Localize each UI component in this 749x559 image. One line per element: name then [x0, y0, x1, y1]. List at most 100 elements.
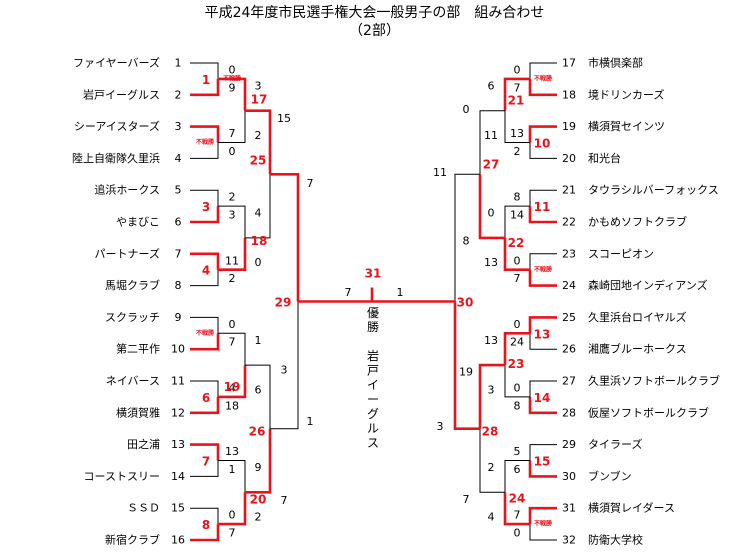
bracket-line	[504, 365, 530, 398]
game-number: 21	[508, 94, 525, 108]
forfeit-note: 不戦勝	[534, 265, 553, 273]
forfeit-note: 不戦勝	[223, 75, 242, 83]
bracket-title: 平成24年度市民選手権大会一般男子の部 組み合わせ （2部）	[0, 4, 749, 40]
team-number: 23	[562, 247, 576, 260]
bracket-line	[218, 460, 246, 493]
score: 4	[255, 207, 262, 220]
game-number: 11	[534, 200, 551, 214]
score: 13	[225, 445, 239, 458]
team-name: ファイヤーバーズ	[73, 56, 160, 70]
bracket-line	[529, 62, 557, 79]
score: 2	[229, 191, 236, 204]
bracket-line	[190, 189, 219, 207]
score: 0	[229, 145, 236, 158]
bracket-line	[503, 77, 530, 111]
score: 7	[514, 272, 521, 285]
game-number: 8	[202, 518, 210, 532]
team-name: 和光台	[588, 151, 621, 165]
team-name: スコーピオン	[588, 247, 654, 260]
team-name: かもめソフトクラブ	[588, 215, 687, 229]
game-number: 18	[251, 234, 268, 248]
bracket-line	[218, 332, 246, 366]
score: 11	[433, 166, 447, 179]
bracket-line	[190, 396, 220, 415]
bracket-line	[245, 428, 272, 494]
score: 7	[514, 81, 521, 94]
score: 18	[225, 399, 239, 412]
bracket-line	[218, 205, 246, 238]
score: 24	[510, 336, 524, 349]
team-number: 26	[562, 343, 576, 356]
team-number: 3	[175, 120, 182, 133]
bracket-line	[190, 206, 220, 224]
team-number: 25	[562, 311, 576, 324]
score: 2	[255, 129, 262, 142]
forfeit-note: 不戦勝	[196, 329, 215, 337]
team-name: 防衛大学校	[588, 533, 643, 547]
bracket-line	[453, 301, 480, 431]
score: 0	[229, 64, 236, 77]
page-subtitle: （2部）	[349, 23, 400, 39]
team-number: 27	[562, 375, 576, 388]
team-name: 第二平作	[116, 342, 160, 356]
bracket-line	[478, 363, 505, 429]
score: 1	[255, 334, 262, 347]
bracket-line	[529, 380, 557, 397]
team-number: 10	[171, 343, 185, 356]
team-name: 横須賀雅	[116, 405, 160, 419]
game-number: 20	[250, 492, 267, 506]
team-number: 12	[171, 406, 185, 419]
bracket-line	[190, 142, 219, 159]
score: 19	[459, 366, 473, 379]
team-name: 追浜ホークス	[94, 183, 160, 197]
game-number: 22	[508, 236, 525, 250]
score: 2	[514, 145, 521, 158]
score: 0	[463, 103, 470, 116]
bracket-line	[529, 189, 557, 207]
game-number: 24	[509, 491, 526, 505]
score: 9	[255, 461, 262, 474]
team-name: 久里浜台ロイヤルズ	[588, 310, 687, 324]
team-number: 32	[562, 534, 576, 547]
bracket-line	[504, 110, 530, 143]
score: 1	[307, 415, 314, 428]
team-name: ネイバース	[106, 375, 160, 388]
bracket-line	[503, 331, 530, 366]
bracket-line	[528, 396, 557, 415]
bracket-line	[190, 460, 219, 477]
bracket-line	[528, 206, 557, 224]
game-number: 13	[534, 327, 551, 341]
team-name: 森崎団地インディアンズ	[588, 278, 708, 292]
team-name: 仮屋ソフトボールクラブ	[588, 405, 709, 419]
team-number: 28	[562, 406, 576, 419]
team-number: 6	[175, 216, 182, 229]
team-number: 15	[171, 502, 185, 515]
score: 8	[463, 234, 470, 247]
bracket-line	[529, 333, 557, 350]
team-number: 17	[562, 57, 576, 70]
bracket-line	[218, 492, 247, 526]
bracket-line	[190, 443, 220, 461]
bracket-line	[528, 269, 557, 287]
team-number: 5	[175, 184, 182, 197]
team-name: 境ドリンカーズ	[588, 87, 664, 101]
bracket-line	[218, 237, 247, 272]
team-number: 22	[562, 216, 576, 229]
team-name: 馬堀クラブ	[105, 278, 160, 292]
score: 13	[510, 127, 524, 140]
score: 0	[514, 382, 521, 395]
score: 11	[484, 129, 498, 142]
game-number: 26	[249, 425, 266, 439]
bracket-line	[528, 460, 557, 478]
team-number: 14	[171, 470, 185, 483]
team-number: 20	[562, 152, 576, 165]
score: 0	[229, 318, 236, 331]
bracket-line	[190, 62, 219, 79]
score: 3	[281, 364, 288, 377]
bracket-line	[270, 301, 299, 430]
bracket-line	[528, 78, 557, 97]
team-name: 湘鷹ブルーホークス	[588, 342, 687, 356]
team-name: ＳＳＤ	[127, 502, 160, 515]
team-number: 13	[171, 438, 185, 451]
bracket-line	[245, 364, 271, 429]
